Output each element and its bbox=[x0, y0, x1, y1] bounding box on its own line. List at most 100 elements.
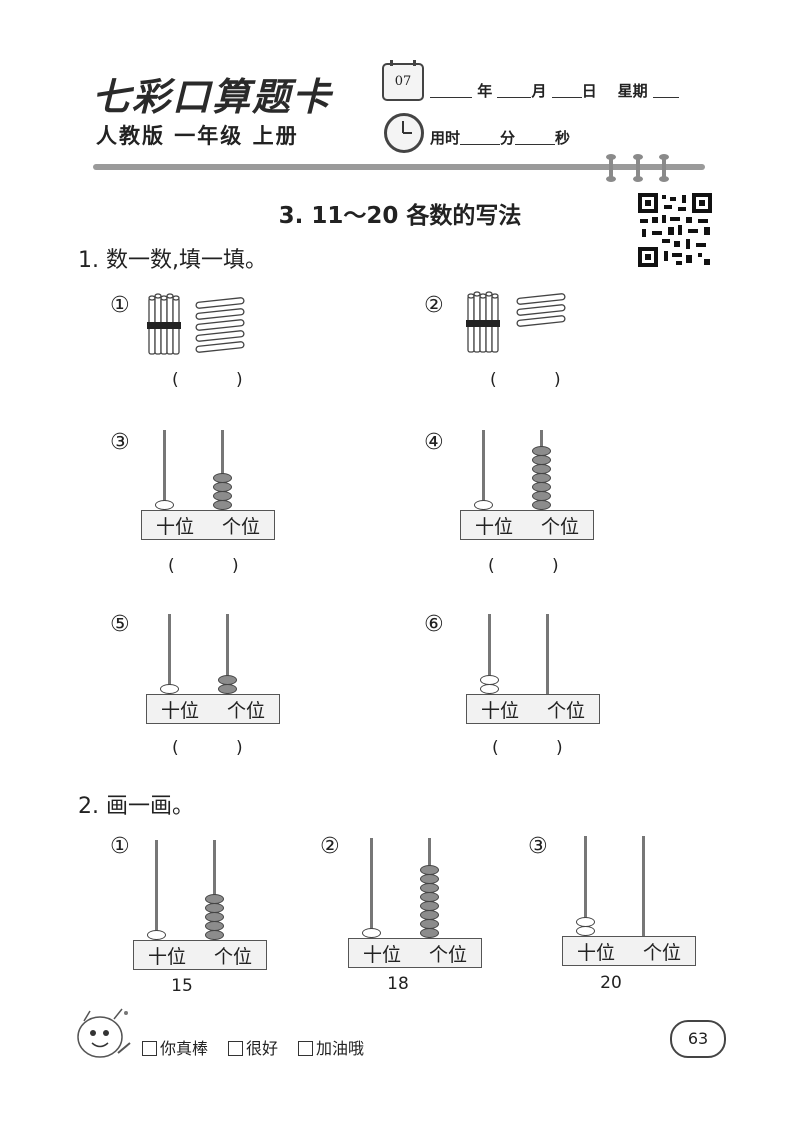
target-number: 20 bbox=[600, 973, 622, 993]
target-number: 15 bbox=[171, 976, 193, 996]
stick-bundle-picture bbox=[147, 293, 245, 355]
tens-place-label: 十位 bbox=[576, 941, 615, 964]
ones-bead bbox=[218, 684, 237, 694]
item-number: ② bbox=[424, 293, 444, 318]
ones-bead bbox=[213, 473, 232, 483]
ones-place-label: 个位 bbox=[540, 515, 579, 538]
abacus-rod bbox=[370, 838, 373, 938]
ones-place-label: 个位 bbox=[546, 699, 585, 722]
edition-label: 人教版 一年级 上册 bbox=[96, 124, 299, 148]
ones-bead bbox=[532, 446, 551, 456]
abacus-frame: 十位 个位 bbox=[460, 510, 594, 540]
stick-bundle-picture bbox=[466, 291, 566, 353]
ones-bead bbox=[213, 491, 232, 501]
cartoon-mascot-icon bbox=[77, 1008, 131, 1058]
ones-bead bbox=[205, 894, 224, 904]
year-label: 年 bbox=[477, 82, 493, 100]
checkbox[interactable] bbox=[142, 1041, 157, 1056]
abacus-rod bbox=[163, 430, 166, 510]
abacus-rod bbox=[221, 430, 224, 510]
date-fill-line: 年 月 日 星期 bbox=[430, 80, 679, 101]
checkbox[interactable] bbox=[228, 1041, 244, 1056]
item-number: ② bbox=[320, 834, 340, 859]
ones-bead bbox=[532, 455, 551, 465]
month-label: 月 bbox=[531, 82, 547, 100]
checkbox[interactable] bbox=[298, 1041, 314, 1056]
week-label: 星期 bbox=[617, 82, 648, 100]
ones-bead bbox=[532, 473, 551, 483]
answer-parentheses[interactable]: ( ) bbox=[168, 556, 265, 576]
ones-bead bbox=[213, 482, 232, 492]
ones-bead bbox=[420, 883, 439, 893]
feedback-option[interactable]: 你真棒 bbox=[142, 1035, 208, 1059]
time-fill-line: 用时分秒 bbox=[430, 127, 570, 148]
seconds-blank[interactable] bbox=[515, 144, 556, 145]
header-divider bbox=[93, 164, 705, 170]
week-blank[interactable] bbox=[652, 97, 679, 98]
abacus-frame: 十位个位 bbox=[141, 510, 275, 540]
tens-bead bbox=[480, 675, 499, 685]
item-number: ④ bbox=[424, 430, 444, 455]
item-number: ⑤ bbox=[110, 612, 130, 637]
ones-bead bbox=[420, 919, 439, 929]
ones-bead bbox=[420, 892, 439, 902]
abacus-rod bbox=[226, 614, 229, 694]
abacus: 十位个位 bbox=[466, 614, 600, 726]
section1-title: 1. 数一数,填一填。 bbox=[78, 248, 267, 273]
abacus: 十位 个位 bbox=[460, 430, 594, 542]
feedback-option[interactable]: 很好 bbox=[228, 1035, 278, 1059]
feedback-option[interactable]: 加油哦 bbox=[298, 1035, 364, 1059]
year-blank[interactable] bbox=[430, 97, 472, 98]
ones-bead bbox=[205, 903, 224, 913]
abacus-rod bbox=[642, 836, 645, 936]
abacus-rod bbox=[584, 836, 587, 936]
section2-title: 2. 画一画。 bbox=[78, 794, 194, 819]
tens-place-label: 十位 bbox=[160, 699, 199, 722]
ones-bead bbox=[420, 901, 439, 911]
tens-bead bbox=[576, 917, 595, 927]
abacus: 十位个位 bbox=[141, 430, 275, 542]
answer-parentheses[interactable]: ( ) bbox=[490, 370, 587, 390]
qr-code-icon[interactable] bbox=[638, 193, 712, 267]
day-blank[interactable] bbox=[551, 97, 582, 98]
abacus-rod bbox=[213, 840, 216, 940]
ones-bead bbox=[205, 921, 224, 931]
month-blank[interactable] bbox=[497, 97, 532, 98]
abacus: 十位个位 bbox=[133, 840, 267, 972]
tens-place-label: 十位 bbox=[155, 515, 194, 538]
ones-bead bbox=[205, 912, 224, 922]
abacus: 十位个位 bbox=[348, 838, 482, 970]
lesson-title: 3. 11～20 各数的写法 bbox=[278, 203, 522, 229]
tens-bead bbox=[155, 500, 174, 510]
minutes-blank[interactable] bbox=[460, 144, 501, 145]
abacus-rod bbox=[155, 840, 158, 940]
second-label: 秒 bbox=[555, 129, 571, 147]
tens-place-label: 十位 bbox=[147, 945, 186, 968]
calendar-day: 07 bbox=[394, 74, 412, 89]
tens-bead bbox=[576, 926, 595, 936]
item-number: ③ bbox=[528, 834, 548, 859]
ones-place-label: 个位 bbox=[226, 699, 265, 722]
ones-bead bbox=[532, 500, 551, 510]
binding-ring bbox=[659, 154, 669, 182]
answer-parentheses[interactable]: ( ) bbox=[492, 738, 589, 758]
abacus: 十位 个位 bbox=[146, 614, 280, 726]
answer-parentheses[interactable]: ( ) bbox=[488, 556, 585, 576]
tens-bead bbox=[160, 684, 179, 694]
abacus-frame: 十位个位 bbox=[466, 694, 600, 724]
target-number: 18 bbox=[387, 974, 409, 994]
answer-parentheses[interactable]: ( ) bbox=[172, 738, 269, 758]
item-number: ⑥ bbox=[424, 612, 444, 637]
time-used-label: 用时 bbox=[430, 129, 461, 147]
abacus: 十位 个位 bbox=[562, 836, 696, 968]
day-label: 日 bbox=[581, 82, 597, 100]
tens-place-label: 十位 bbox=[474, 515, 513, 538]
answer-parentheses[interactable]: ( ) bbox=[172, 370, 269, 390]
ones-bead bbox=[532, 491, 551, 501]
item-number: ① bbox=[110, 293, 130, 318]
ones-place-label: 个位 bbox=[642, 941, 681, 964]
ones-bead bbox=[420, 928, 439, 938]
ones-place-label: 个位 bbox=[428, 943, 467, 966]
ones-bead bbox=[420, 874, 439, 884]
ones-bead bbox=[213, 500, 232, 510]
